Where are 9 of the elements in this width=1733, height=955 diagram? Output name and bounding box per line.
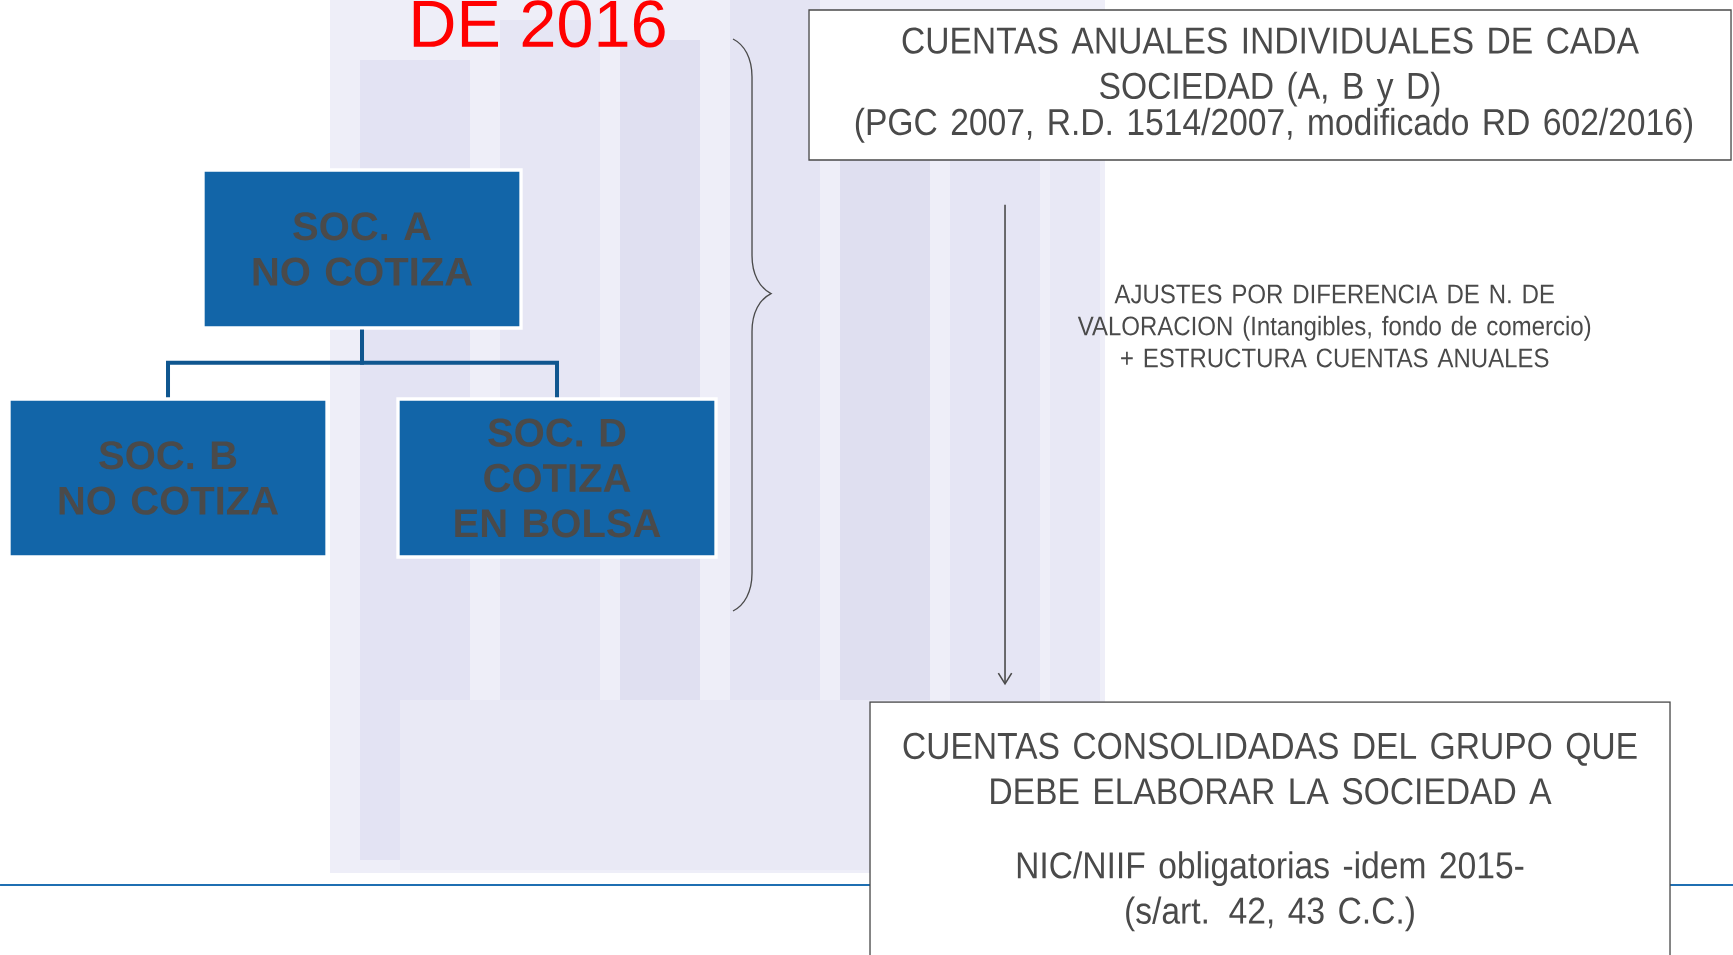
company-box: SOC. D COTIZA EN BOLSA: [396, 397, 718, 559]
company-box: SOC. B NO COTIZA: [7, 397, 329, 559]
company-box: SOC. A NO COTIZA: [201, 168, 523, 330]
text-box: CUENTAS ANUALES INDIVIDUALES DE CADA SOCIEDAD (A, B y D) (PGC 2007, R.D. 1514/2007, modificado RD 602/2016): [808, 9, 1732, 161]
arrow: [997, 203, 1013, 686]
text-box: CUENTAS CONSOLIDADAS DEL GRUPO QUE DEBE ELABORAR LA SOCIEDAD A NIC/NIIF obligatorias -idem 2015- (s/art. 42, 43 C.C.): [869, 701, 1671, 955]
edge-label: AJUSTES POR DIFERENCIA DE N. DE VALORACION (Intangibles, fondo de comercio) + ESTRUCTURA CUENTAS ANUALES: [1077, 284, 1591, 368]
title: DE 2016: [413, 0, 665, 48]
connector: [360, 329, 559, 398]
